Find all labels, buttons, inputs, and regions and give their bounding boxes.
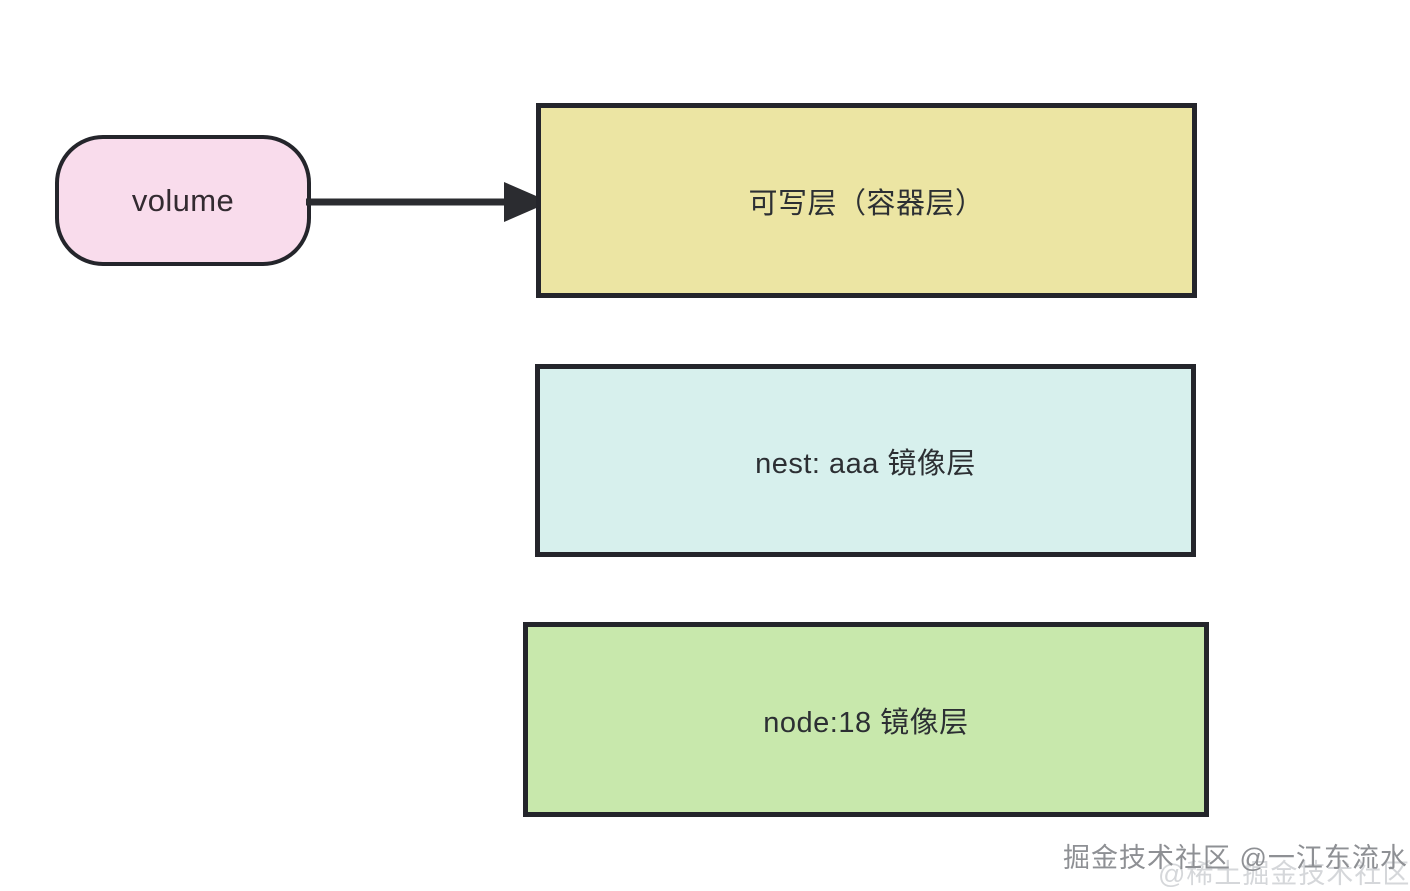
node-node-image-layer[interactable]: node:18 镜像层 <box>523 622 1209 817</box>
node-nest-image-layer[interactable]: nest: aaa 镜像层 <box>535 364 1196 557</box>
arrowhead-icon <box>504 182 550 222</box>
node-node-image-layer-label: node:18 镜像层 <box>763 706 969 739</box>
watermark-primary: 掘金技术社区 @一江东流水 <box>1063 843 1408 873</box>
node-volume[interactable]: volume <box>55 135 311 266</box>
node-volume-label: volume <box>131 182 235 218</box>
node-writable-layer-label: 可写层（容器层） <box>748 187 985 220</box>
node-writable-layer[interactable]: 可写层（容器层） <box>536 103 1197 298</box>
edge-volume-to-writable-layer <box>306 182 550 222</box>
node-nest-image-layer-label: nest: aaa 镜像层 <box>755 447 976 480</box>
watermark-secondary: @稀土掘金技术社区 <box>1158 859 1410 889</box>
